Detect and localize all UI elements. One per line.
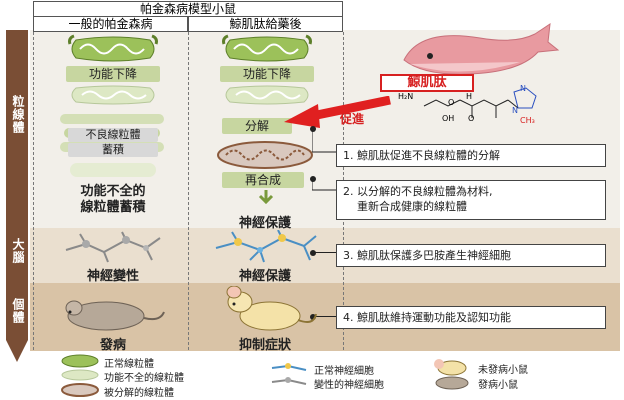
note-leader [312,178,336,191]
note-dot [310,176,316,182]
legend-healthy-mouse: 未發病小鼠 [478,365,528,376]
normal-mitochondria-icon [68,34,158,62]
promote-arrow-icon [284,96,391,128]
legend-degen-neuron-icon [271,377,307,385]
legend-normal-mito-icon [61,354,99,368]
side-label-brain: 大腦 [11,238,25,264]
legend-normal-neuron: 正常神經細胞 [314,366,374,377]
header-col-right: 鯨肌肽給藥後 [188,16,343,32]
note-3: 3. 鯨肌肽保護多巴胺產生神經細胞 [336,244,606,267]
atom-n1: N [520,84,526,93]
legend-normal-mito: 正常線粒體 [104,359,154,370]
note-4: 4. 鯨肌肽維持運動功能及認知功能 [336,306,606,329]
note-dot [310,126,316,132]
dysfunc-label-1: 功能不全的 [80,184,146,199]
col-divider-mid [188,32,189,350]
neuro-protect-label-2: 神經保護 [238,269,291,284]
right-func-down: 功能下降 [220,66,314,82]
left-func-down: 功能下降 [66,66,160,82]
suppress-label: 抑制症狀 [238,338,291,353]
bad-mito-label-2: 蓄積 [68,143,158,157]
healthy-mouse-icon [226,286,317,331]
note-leader [314,252,336,253]
whale-icon [403,22,560,75]
legend-normal-neuron-icon [271,363,307,371]
resynth-label: 再合成 [222,172,304,188]
compound-structure-icon [423,87,537,118]
atom-o1: O [468,114,475,123]
legend-degen-neuron: 變性的神經細胞 [314,380,384,391]
note-dot [310,250,316,256]
disease-label: 發病 [99,338,126,353]
normal-neuron-icon [215,230,317,263]
atom-oh: OH [442,114,455,123]
neuro-protect-label: 神經保護 [238,216,291,231]
note-leader [314,316,336,317]
decompose-label: 分解 [222,118,292,134]
atom-h2n: H₂N [398,92,414,101]
note-dot [310,314,316,320]
resynth-arrow-icon [258,190,274,204]
sick-mouse-icon [65,300,165,331]
legend-sick-mouse-icon [435,376,469,390]
neuro-degen-label: 神經變性 [86,269,139,284]
header-model-mouse: 帕金森病模型小鼠 [33,1,343,17]
note-leader [312,128,336,153]
legend-decomp-mito-icon [61,383,99,397]
promote-label: 促進 [340,112,365,126]
normal-mitochondria-icon [222,34,312,62]
header-col-left: 一般的帕金森病 [33,16,188,32]
bad-mito-label-1: 不良線粒體 [68,128,158,142]
decomposed-mitochondria-icon [217,141,313,169]
atom-h: H [466,92,473,101]
legend-dysfunc-mito-icon [61,369,99,381]
note-1: 1. 鯨肌肽促進不良線粒體的分解 [336,144,606,167]
atom-n2: N [512,106,518,115]
col-divider-left [33,32,34,350]
legend-decomp-mito: 被分解的線粒體 [104,388,174,399]
compound-name: 鯨肌肽 [380,74,474,92]
atom-ch3: CH₃ [520,116,535,125]
note-2-line1: 2. 以分解的不良線粒體為材料, [343,185,493,198]
note-2: 2. 以分解的不良線粒體為材料, 重新合成健康的線粒體 [336,180,606,220]
dysfunctional-mitochondria-icon [71,85,155,105]
note-2-line2: 重新合成健康的線粒體 [357,200,467,213]
degenerated-neuron-icon [65,231,161,263]
side-label-individual: 個體 [11,298,25,324]
atom-o2: O [448,98,455,107]
legend-dysfunc-mito: 功能不全的線粒體 [104,373,184,384]
legend-healthy-mouse-icon [434,359,467,376]
dysfunc-label-2: 線粒體蓄積 [80,200,146,215]
dysfunctional-mitochondria-icon [225,85,309,105]
level-arrow [6,30,28,362]
faded-mitochondria-icon [70,163,156,177]
legend-sick-mouse: 發病小鼠 [478,380,518,391]
side-label-mitochondria: 粒線體 [11,95,25,134]
